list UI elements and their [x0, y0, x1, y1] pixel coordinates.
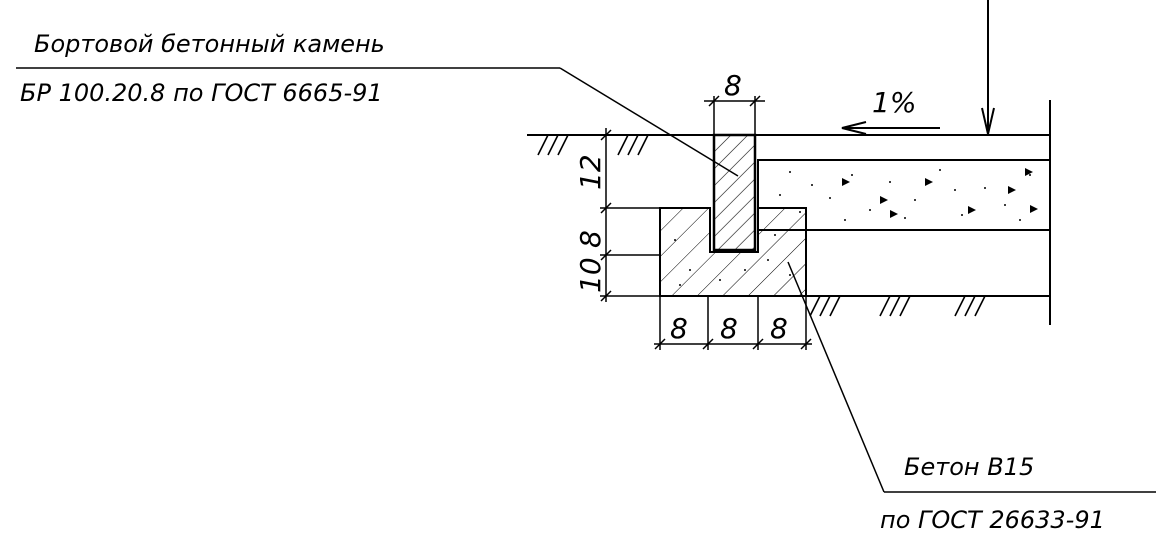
ground-hatch-bottom [809, 295, 986, 317]
concrete-standard-label: по ГОСТ 26633-91 [880, 506, 1105, 534]
top-dimension [704, 95, 765, 135]
dim-bottom-right: 8 [770, 312, 788, 345]
curb-standard-label: БР 100.20.8 по ГОСТ 6665-91 [20, 79, 383, 107]
slope-label: 1% [872, 86, 916, 119]
dim-top-width: 8 [724, 69, 742, 102]
curb-name-label: Бортовой бетонный камень [34, 30, 385, 58]
dim-height-upper: 12 [574, 154, 607, 190]
bottom-dimension-chain [654, 296, 812, 350]
curb-leader [16, 67, 739, 177]
concrete-leader [787, 261, 1156, 493]
curb-stone [712, 133, 757, 252]
slope-arrow [841, 121, 940, 135]
dim-height-lower: 10 [574, 257, 607, 293]
dim-bottom-middle: 8 [720, 312, 738, 345]
left-dimension-chain [600, 128, 714, 302]
concrete-foundation [659, 207, 807, 297]
aggregate-dots [779, 168, 1038, 221]
dim-height-middle: 8 [574, 230, 607, 248]
ground-hatch-top-left [537, 134, 649, 156]
load-arrow [981, 0, 995, 135]
dim-bottom-left: 8 [670, 312, 688, 345]
concrete-name-label: Бетон В15 [904, 453, 1034, 481]
